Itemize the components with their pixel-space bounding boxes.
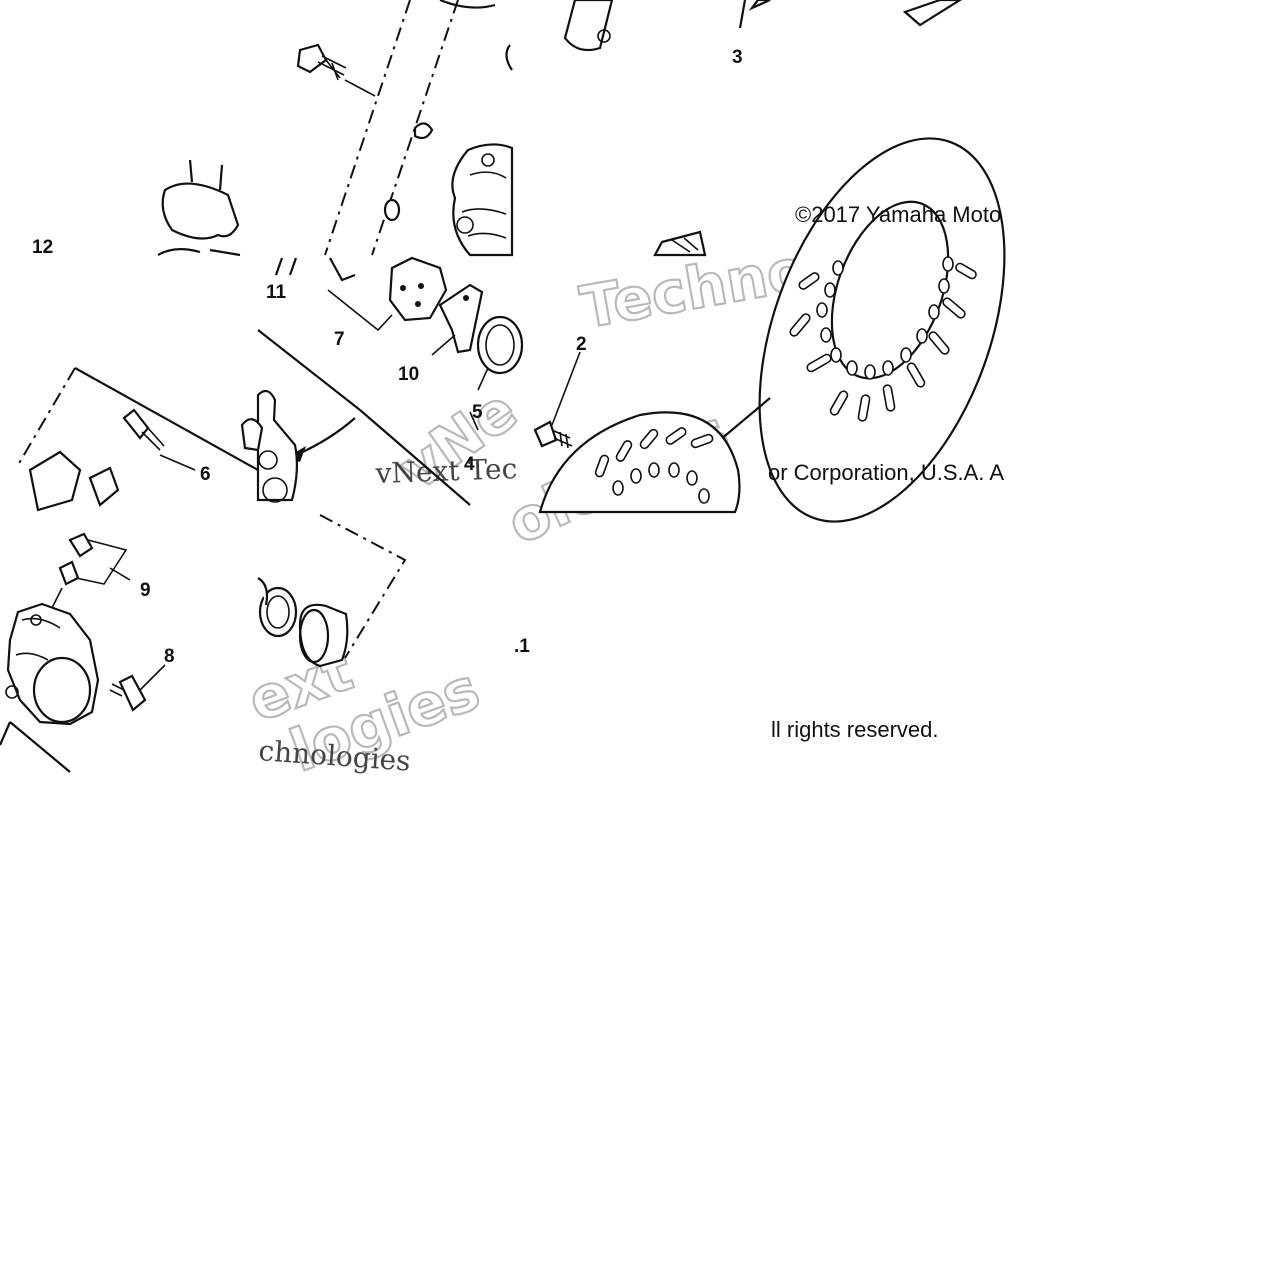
callout-12: 12 xyxy=(32,237,53,258)
front-arrow-tag-2 xyxy=(653,230,707,257)
disc-vent-holes xyxy=(594,256,977,504)
caliper-bolt xyxy=(109,674,147,712)
caliper-lower-assembly xyxy=(0,532,166,773)
disc-bolt xyxy=(533,420,573,449)
axle-boss xyxy=(563,0,614,52)
pad-pin xyxy=(122,408,165,451)
seal-partial xyxy=(257,577,269,606)
callout-9: 9 xyxy=(140,580,151,601)
fork-leg-stub xyxy=(188,159,224,191)
part-11-stub xyxy=(274,257,298,276)
copyright-line-3: ll rights reserved. xyxy=(771,717,939,742)
shim-leader xyxy=(431,334,456,356)
piston-seal xyxy=(476,315,524,375)
pad-fragment xyxy=(88,466,120,507)
bracket-line xyxy=(74,367,259,471)
fork-lug-hole xyxy=(383,198,401,222)
callout-2: 2 xyxy=(576,334,587,355)
piston-seal-lower xyxy=(258,586,298,638)
fork-tube-top xyxy=(439,0,496,9)
front-arrow-tag xyxy=(902,0,963,27)
fork-leg-boss xyxy=(161,182,240,240)
copyright-line-2: or Corporation, U.S.A. A xyxy=(768,460,1004,485)
callout-11: 11 xyxy=(266,282,287,303)
brake-disc-upper xyxy=(758,137,1006,523)
arc-fragment xyxy=(505,44,513,71)
copyright-line-1: ©2017 Yamaha Moto xyxy=(795,202,1001,227)
callout-10: 10 xyxy=(398,364,419,385)
disc-leader xyxy=(719,397,771,441)
piston-assembly xyxy=(257,514,407,668)
piston xyxy=(298,603,349,668)
callout-8: 8 xyxy=(164,646,175,667)
bleed-screw-bracket xyxy=(75,539,128,585)
pad-shim xyxy=(438,283,484,354)
pad-bracket-7 xyxy=(327,289,393,332)
top-right-parts xyxy=(563,0,963,257)
bleed-screw xyxy=(58,532,94,586)
caliper-body xyxy=(5,602,100,726)
callout-6: 6 xyxy=(200,464,211,485)
seal-leaders xyxy=(469,367,489,431)
part-3-stub xyxy=(748,0,771,11)
piston-dash-bracket xyxy=(319,514,407,659)
bracket-dash-1 xyxy=(17,367,76,466)
bolt-8-leader xyxy=(139,664,166,691)
caliper-ear xyxy=(240,418,264,452)
callout-4: 4 xyxy=(464,454,475,475)
callout-layer: .1 2 3 4 5 6 7 8 9 10 11 12 xyxy=(32,47,743,667)
pad-pin-leader xyxy=(159,454,196,471)
bolt-2-leader xyxy=(551,351,581,426)
part-11-bracket xyxy=(329,257,356,282)
fork-leg-base xyxy=(157,248,241,257)
fork-bolt-leader xyxy=(344,79,376,97)
part-3-leader xyxy=(738,0,747,29)
fork-assembly xyxy=(157,0,514,257)
callout-3: 3 xyxy=(732,47,743,68)
bleed-leader xyxy=(109,567,131,581)
callout-1: .1 xyxy=(514,636,530,657)
callout-5: 5 xyxy=(472,402,483,423)
callout-7: 7 xyxy=(334,329,345,350)
brake-disc-lower xyxy=(538,411,741,514)
brake-pad xyxy=(388,256,448,322)
copyright-layer: ©2017 Yamaha Moto or Corporation, U.S.A.… xyxy=(768,202,1004,742)
caliper-mid xyxy=(256,389,299,503)
bracket-plate xyxy=(28,450,82,512)
caliper-body-base xyxy=(0,721,71,773)
caliper-leader-long xyxy=(257,329,361,411)
caliper-leader-long-2 xyxy=(359,409,471,506)
fork-tube-left-edge xyxy=(324,0,411,256)
pads-and-seals xyxy=(17,256,524,512)
caliper-upper xyxy=(451,143,514,257)
caliper-arrow-curve xyxy=(295,417,356,457)
fork-bolt xyxy=(296,43,347,81)
fork-lug xyxy=(413,122,434,140)
disc-assembly xyxy=(533,137,1006,523)
